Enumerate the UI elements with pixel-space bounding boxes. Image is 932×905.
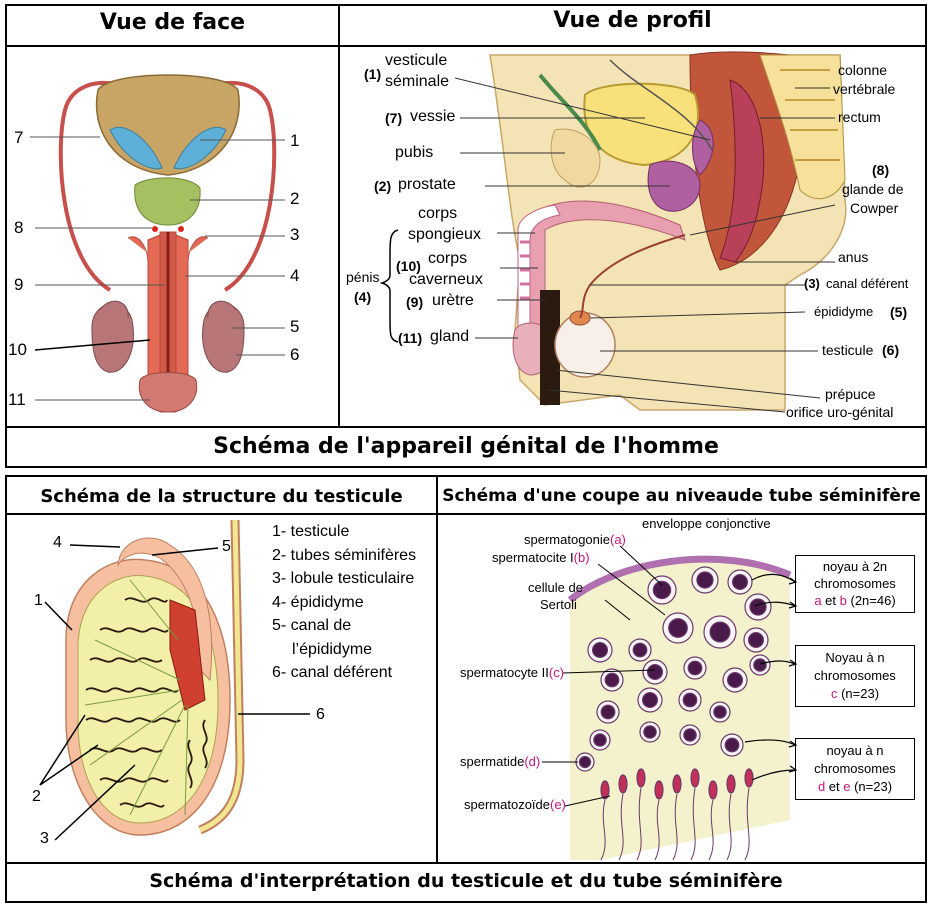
profile-label-caverneux: caverneux (409, 271, 483, 288)
front-label-8: 8 (14, 218, 24, 237)
testis-structure-title: Schéma de la structure du testicule (40, 486, 403, 507)
profile-label-corps-1: corps (418, 205, 458, 222)
profile-num-9: (9) (406, 294, 424, 310)
profile-label-prostate: prostate (398, 176, 456, 193)
profile-num-7: (7) (385, 110, 403, 126)
coupe-label-spermatocyte-2: spermatocyte II(c) (460, 665, 565, 680)
profile-label-pubis: pubis (395, 144, 434, 161)
coupe-label-spermatogonia: spermatogonie(a) (524, 532, 626, 547)
info-box-n-c: Noyau à n chromosomes c (n=23) (795, 645, 915, 707)
profile-label-glans: gland (430, 328, 470, 345)
legend-item: 6- canal déférent (272, 664, 393, 681)
profile-num-8: (8) (872, 162, 890, 178)
profile-num-11: (11) (398, 330, 423, 346)
struct-num-4: 4 (53, 534, 62, 551)
struct-num-3: 3 (40, 830, 49, 847)
coupe-label-sertoli-2: Sertoli (540, 597, 577, 612)
profile-label-rectum: rectum (838, 109, 881, 125)
struct-legend: 1- testicule 2- tubes séminifères 3- lob… (272, 520, 416, 685)
profile-num-5: (5) (890, 304, 908, 320)
profile-label-orifice: orifice uro-génital (786, 404, 894, 420)
bottom-column-divider (436, 475, 438, 863)
front-label-4: 4 (290, 266, 300, 285)
top-column-divider (338, 4, 340, 428)
profile-label-vesicle-2: séminale (385, 73, 450, 90)
front-label-3: 3 (290, 225, 300, 244)
legend-item: 1- testicule (272, 523, 350, 540)
profile-label-bladder: vessie (410, 108, 456, 125)
profile-label-penis: pénis (346, 269, 380, 285)
info-box-n-de: noyau à n chromosomes d et e (n=23) (795, 738, 915, 800)
profile-label-urethra: urètre (432, 292, 474, 309)
bottom-caption-divider (5, 862, 927, 864)
profile-num-10: (10) (396, 258, 421, 274)
profile-label-prepuce: prépuce (825, 386, 876, 402)
top-caption-divider (5, 426, 927, 428)
profile-num-2: (2) (374, 178, 392, 194)
coupe-label-envelope: enveloppe conjonctive (642, 516, 771, 531)
profile-label-colonne: colonne (838, 62, 888, 78)
bottom-header-divider (5, 513, 927, 515)
bottom-frame (5, 475, 927, 903)
profile-label-corps-2: corps (428, 250, 468, 267)
front-view-title: Vue de face (99, 10, 246, 35)
legend-item: 4- épididyme (272, 593, 364, 611)
struct-num-2: 2 (32, 788, 41, 805)
legend-item: 5- canal de (272, 617, 352, 634)
coupe-label-spermatid: spermatide(d) (460, 754, 541, 769)
coupe-label-spermatocyte-1: spermatocite I(b) (492, 550, 590, 565)
front-label-2: 2 (290, 189, 300, 208)
profile-num-4: (4) (354, 289, 372, 305)
legend-item: l’épididyme (292, 640, 373, 658)
profile-label-cowper: Cowper (850, 200, 899, 216)
coupe-label-sertoli-1: cellule de (528, 580, 583, 595)
coupe-label-spermatozoon: spermatozoïde(e) (464, 797, 566, 812)
front-label-9: 9 (14, 275, 24, 294)
struct-num-1: 1 (34, 592, 43, 609)
profile-label-vertebrale: vertébrale (833, 81, 896, 97)
profile-num-6: (6) (882, 342, 900, 358)
top-header-divider (5, 45, 927, 47)
profile-view-title: Vue de profil (553, 8, 712, 33)
profile-label-epididymis: épididyme (814, 304, 874, 319)
bottom-caption: Schéma d'interprétation du testicule et … (149, 870, 783, 892)
top-caption: Schéma de l'appareil génital de l'homme (213, 434, 719, 459)
info-box-2n: noyau à 2n chromosomes a et b (2n=46) (795, 555, 915, 613)
tubule-section-title: Schéma d'une coupe au niveaude tube sémi… (442, 486, 921, 506)
struct-num-6: 6 (316, 706, 325, 723)
legend-item: 3- lobule testiculaire (272, 570, 415, 587)
struct-num-5: 5 (222, 538, 231, 555)
front-label-6: 6 (290, 345, 300, 364)
profile-label-spongieux: spongieux (408, 226, 481, 243)
profile-label-glande: glande de (842, 181, 904, 197)
front-label-1: 1 (290, 131, 300, 150)
legend-item: 2- tubes séminifères (272, 546, 417, 564)
profile-num-3: (3) (804, 276, 820, 291)
front-label-7: 7 (14, 128, 24, 147)
front-label-5: 5 (290, 317, 300, 336)
profile-label-vas-deferens: canal déférent (826, 276, 909, 291)
profile-label-testis: testicule (822, 342, 874, 358)
front-label-10: 10 (8, 340, 27, 359)
front-label-11: 11 (8, 390, 26, 409)
profile-num-1: (1) (364, 66, 382, 82)
profile-label-vesicle-1: vesticule (385, 52, 448, 69)
profile-label-anus: anus (838, 249, 869, 265)
